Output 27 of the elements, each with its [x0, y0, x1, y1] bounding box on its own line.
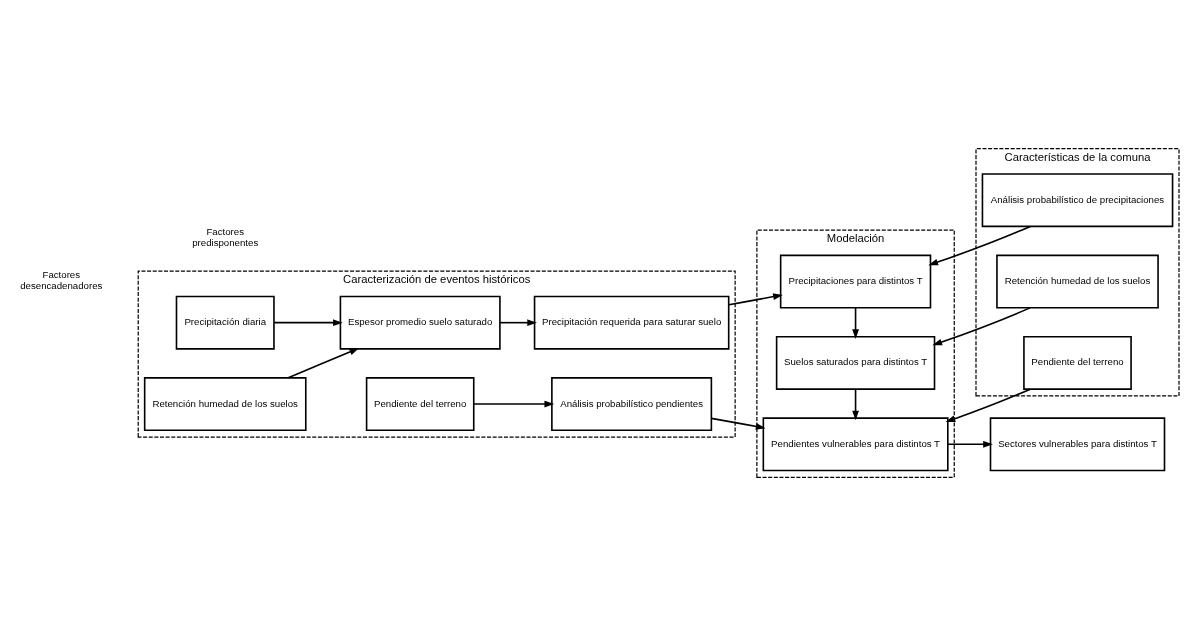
- arrow: [499, 318, 537, 326]
- node-box: Precipitación diaria: [175, 295, 275, 350]
- arrow: [728, 292, 783, 306]
- node-box: Espesor promedio suelo saturado: [339, 295, 501, 350]
- node-box: Retención humedad de los suelos: [996, 254, 1159, 309]
- arrow: [928, 225, 1032, 265]
- arrow: [287, 347, 360, 379]
- arrow: [852, 306, 859, 339]
- node-box: Retención humedad de los suelos: [143, 376, 307, 431]
- arrow: [932, 306, 1031, 345]
- arrow: [273, 318, 343, 326]
- node-box: Suelos saturados para distintos T: [775, 335, 936, 390]
- node-box: Precipitación requerida para saturar suelo: [533, 295, 730, 350]
- arrow: [947, 440, 993, 448]
- node-box: Sectores vulnerables para distintos T: [989, 416, 1166, 471]
- arrow: [852, 387, 859, 420]
- node-box: Precipitaciones para distintos T: [779, 254, 932, 309]
- node-box: Pendientes vulnerables para distintos T: [762, 416, 949, 471]
- arrow: [473, 400, 555, 407]
- node-box: Análisis probabilístico de precipitaciones: [981, 172, 1174, 227]
- node-box: Pendiente del terreno: [1023, 335, 1132, 390]
- node-box: Análisis probabilístico pendientes: [551, 376, 713, 431]
- node-box: Pendiente del terreno: [365, 376, 475, 431]
- label: Factores predisponentes: [192, 225, 259, 248]
- arrow: [945, 387, 1032, 422]
- label: Factores desencadenadores: [20, 268, 103, 291]
- arrow: [710, 417, 766, 430]
